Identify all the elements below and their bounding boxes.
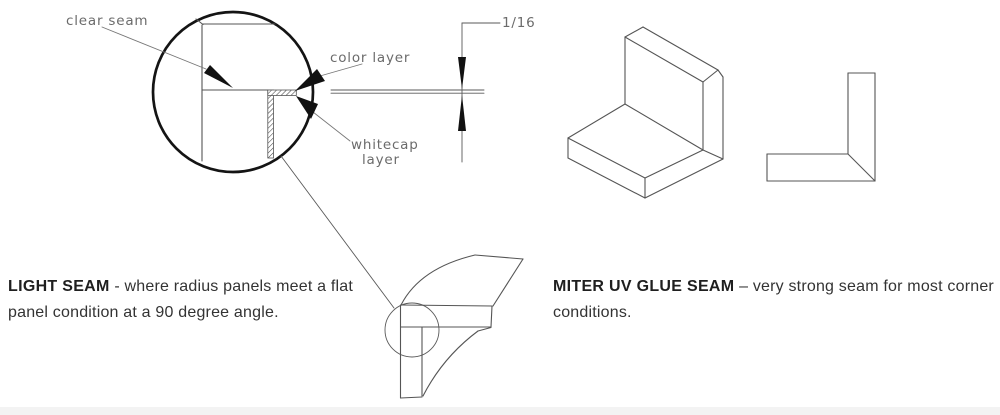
- clear-seam-label: clear seam: [66, 13, 148, 29]
- color-layer-arrow-icon: [295, 69, 325, 91]
- light-seam-detail-drawing: clear seam color layer whitecap layer: [66, 10, 419, 174]
- miter-seam-description: very strong seam for most corner conditi…: [553, 278, 994, 321]
- miter-uv-glue-seam-caption: MITER UV GLUE SEAM – very strong seam fo…: [553, 274, 999, 326]
- corner-highlight-circle: [384, 302, 440, 358]
- clear-seam-arrow-icon: [204, 65, 233, 88]
- color-layer-leader: [319, 63, 363, 77]
- whitecap-layer-leader: [312, 111, 351, 142]
- clear-seam-leader: [101, 26, 207, 70]
- whitecap-arrow-icon: [296, 96, 318, 119]
- light-seam-dash: -: [109, 278, 125, 295]
- whitecap-layer-hatch: [267, 89, 274, 159]
- dimension-value: 1/16: [502, 15, 536, 31]
- page-edge-shadow: [0, 407, 1000, 415]
- light-seam-description: where radius panels meet a flat panel co…: [8, 278, 354, 321]
- whitecap-layer-label-line1: whitecap: [351, 137, 419, 153]
- color-layer-hatch: [267, 89, 297, 96]
- detail-reference-leader: [280, 155, 395, 309]
- whitecap-layer-label-line2: layer: [362, 152, 400, 168]
- color-layer-label: color layer: [330, 50, 410, 66]
- radius-panel-corner-drawing: [384, 254, 524, 399]
- miter-seam-term: MITER UV GLUE SEAM: [553, 278, 735, 295]
- light-seam-term: LIGHT SEAM: [8, 278, 110, 295]
- miter-joint-section-drawing: [766, 72, 876, 182]
- panel-thickness-dimension: 1/16: [330, 15, 536, 163]
- dimension-arrow-down-icon: [458, 57, 466, 89]
- light-seam-caption: LIGHT SEAM - where radius panels meet a …: [8, 274, 374, 326]
- detail-circle: [151, 10, 315, 174]
- dimension-arrow-up-icon: [458, 95, 466, 131]
- miter-corner-isometric-drawing: [567, 26, 724, 199]
- miter-diagonal-line: [847, 153, 876, 182]
- miter-seam-dash: –: [734, 278, 753, 295]
